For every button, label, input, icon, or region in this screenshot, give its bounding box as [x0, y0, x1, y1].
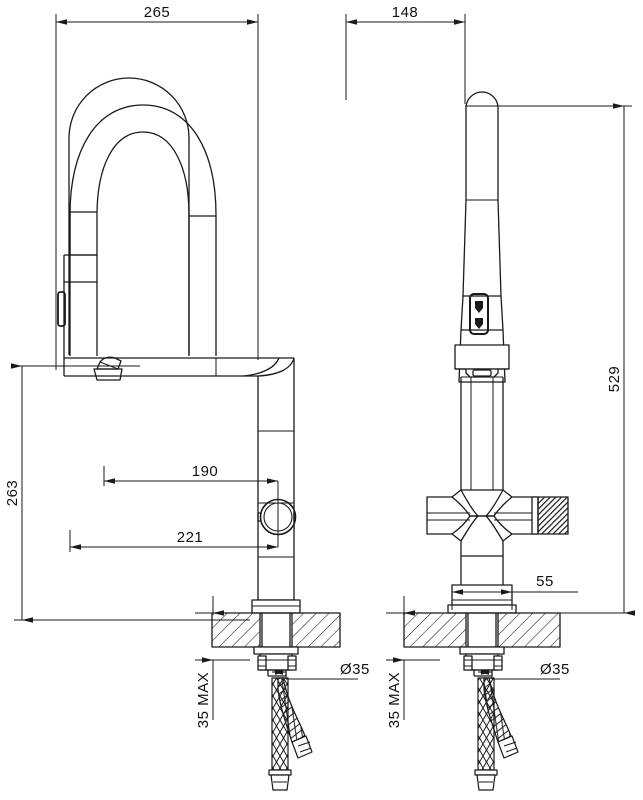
dimension-height-overall: 529 — [465, 103, 635, 616]
braided-hose-short-right — [483, 677, 519, 759]
body-column — [251, 358, 301, 614]
counter-section-right — [403, 612, 561, 648]
dimension-label-263: 263 — [4, 480, 21, 507]
counter-section — [211, 612, 341, 648]
lever-handle-hub-front — [426, 489, 569, 557]
dimension-label-55: 55 — [536, 573, 554, 590]
gooseneck-arc — [68, 77, 217, 356]
dimension-label-265: 265 — [144, 4, 171, 21]
braided-hose-short — [277, 677, 313, 759]
dimension-label-diameter-35-left: Ø35 — [340, 661, 370, 678]
dimension-label-190: 190 — [192, 463, 219, 480]
body-tube-front — [460, 377, 504, 490]
dimension-label-35-max-left: 35 MAX — [195, 672, 212, 728]
lever-handle-hub — [257, 498, 297, 536]
dimension-reach-upper: 190 — [103, 463, 278, 486]
dimension-deck-thickness-left: 35 MAX — [195, 596, 250, 728]
dimension-height-spout: 263 — [4, 363, 250, 623]
dimension-depth-overall: 148 — [345, 4, 466, 104]
mounting-nut — [253, 646, 299, 677]
dimension-hole-diameter-left: Ø35 — [272, 661, 370, 680]
pull-down-sprayer — [57, 211, 97, 358]
dimension-label-35-max-right: 35 MAX — [386, 672, 403, 728]
dimension-reach-lower: 221 — [69, 481, 279, 552]
pull-down-sprayer-front — [458, 91, 506, 383]
dimension-base-depth: 55 — [451, 573, 578, 610]
base-stem-front — [447, 556, 517, 614]
dimension-label-diameter-35-right: Ø35 — [540, 661, 570, 678]
spray-mode-button[interactable] — [469, 293, 489, 335]
dimension-deck-thickness-right: 35 MAX — [386, 596, 440, 728]
dimension-width-overall: 265 — [55, 4, 259, 370]
right-view-front-elevation: 148 — [345, 4, 635, 791]
dimension-label-529: 529 — [606, 366, 623, 393]
left-view-side-elevation: 265 — [4, 4, 370, 791]
dimension-label-148: 148 — [392, 4, 419, 21]
sprayer-collar — [454, 344, 510, 378]
dimension-label-221: 221 — [177, 529, 204, 546]
